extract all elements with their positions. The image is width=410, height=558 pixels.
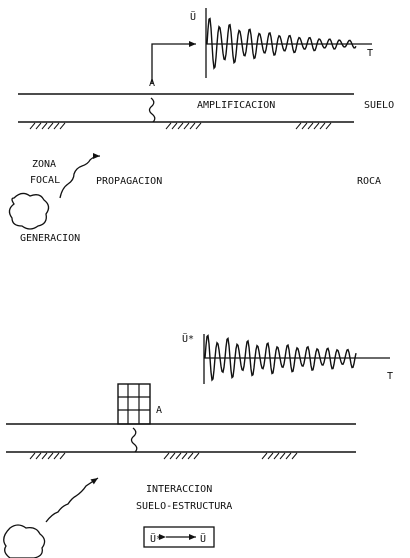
soil-label: SUELO — [364, 100, 394, 111]
top-propagation-arrow — [59, 153, 101, 199]
box-right-label: Ü — [200, 532, 206, 545]
top-wave-in-soil — [148, 97, 156, 123]
bottom-accel-label: Ü* — [182, 332, 194, 345]
rock-label: ROCA — [357, 176, 381, 187]
top-signal-arrow — [151, 41, 196, 84]
propagation-label: PROPAGACION — [96, 176, 162, 187]
bottom-rock-hatching — [29, 452, 298, 460]
interaction-box — [143, 526, 215, 548]
bottom-panel: Ü* T A INTERACCION SUELO-ESTRUCTURA Ü* — [3, 332, 393, 558]
bottom-focus-blob — [3, 524, 46, 558]
top-panel: Ü T A AMPLIFICACION SUELO ZONA FOCAL PRO… — [8, 8, 394, 244]
bottom-time-label: T — [387, 371, 393, 382]
building — [117, 383, 151, 425]
focal-zone-label-2: FOCAL — [30, 175, 60, 186]
top-rock-hatching — [29, 122, 332, 130]
interaction-label-1: INTERACCION — [146, 484, 212, 495]
bottom-wave-in-soil — [130, 427, 138, 453]
bottom-accel-waveform — [204, 334, 357, 382]
generation-label: GENERACION — [20, 233, 80, 244]
bottom-point-label: A — [156, 405, 162, 416]
top-time-label: T — [367, 48, 373, 59]
bottom-propagation-arrow — [45, 477, 99, 523]
top-accel-waveform — [206, 17, 357, 70]
box-left-label: Ü* — [150, 532, 162, 545]
interaction-label-2: SUELO-ESTRUCTURA — [136, 501, 232, 512]
top-focus-blob — [8, 192, 50, 230]
top-accel-label: Ü — [190, 10, 196, 23]
focal-zone-label-1: ZONA — [32, 159, 56, 170]
top-point-label: A — [149, 78, 155, 89]
amplification-label: AMPLIFICACION — [197, 100, 275, 111]
